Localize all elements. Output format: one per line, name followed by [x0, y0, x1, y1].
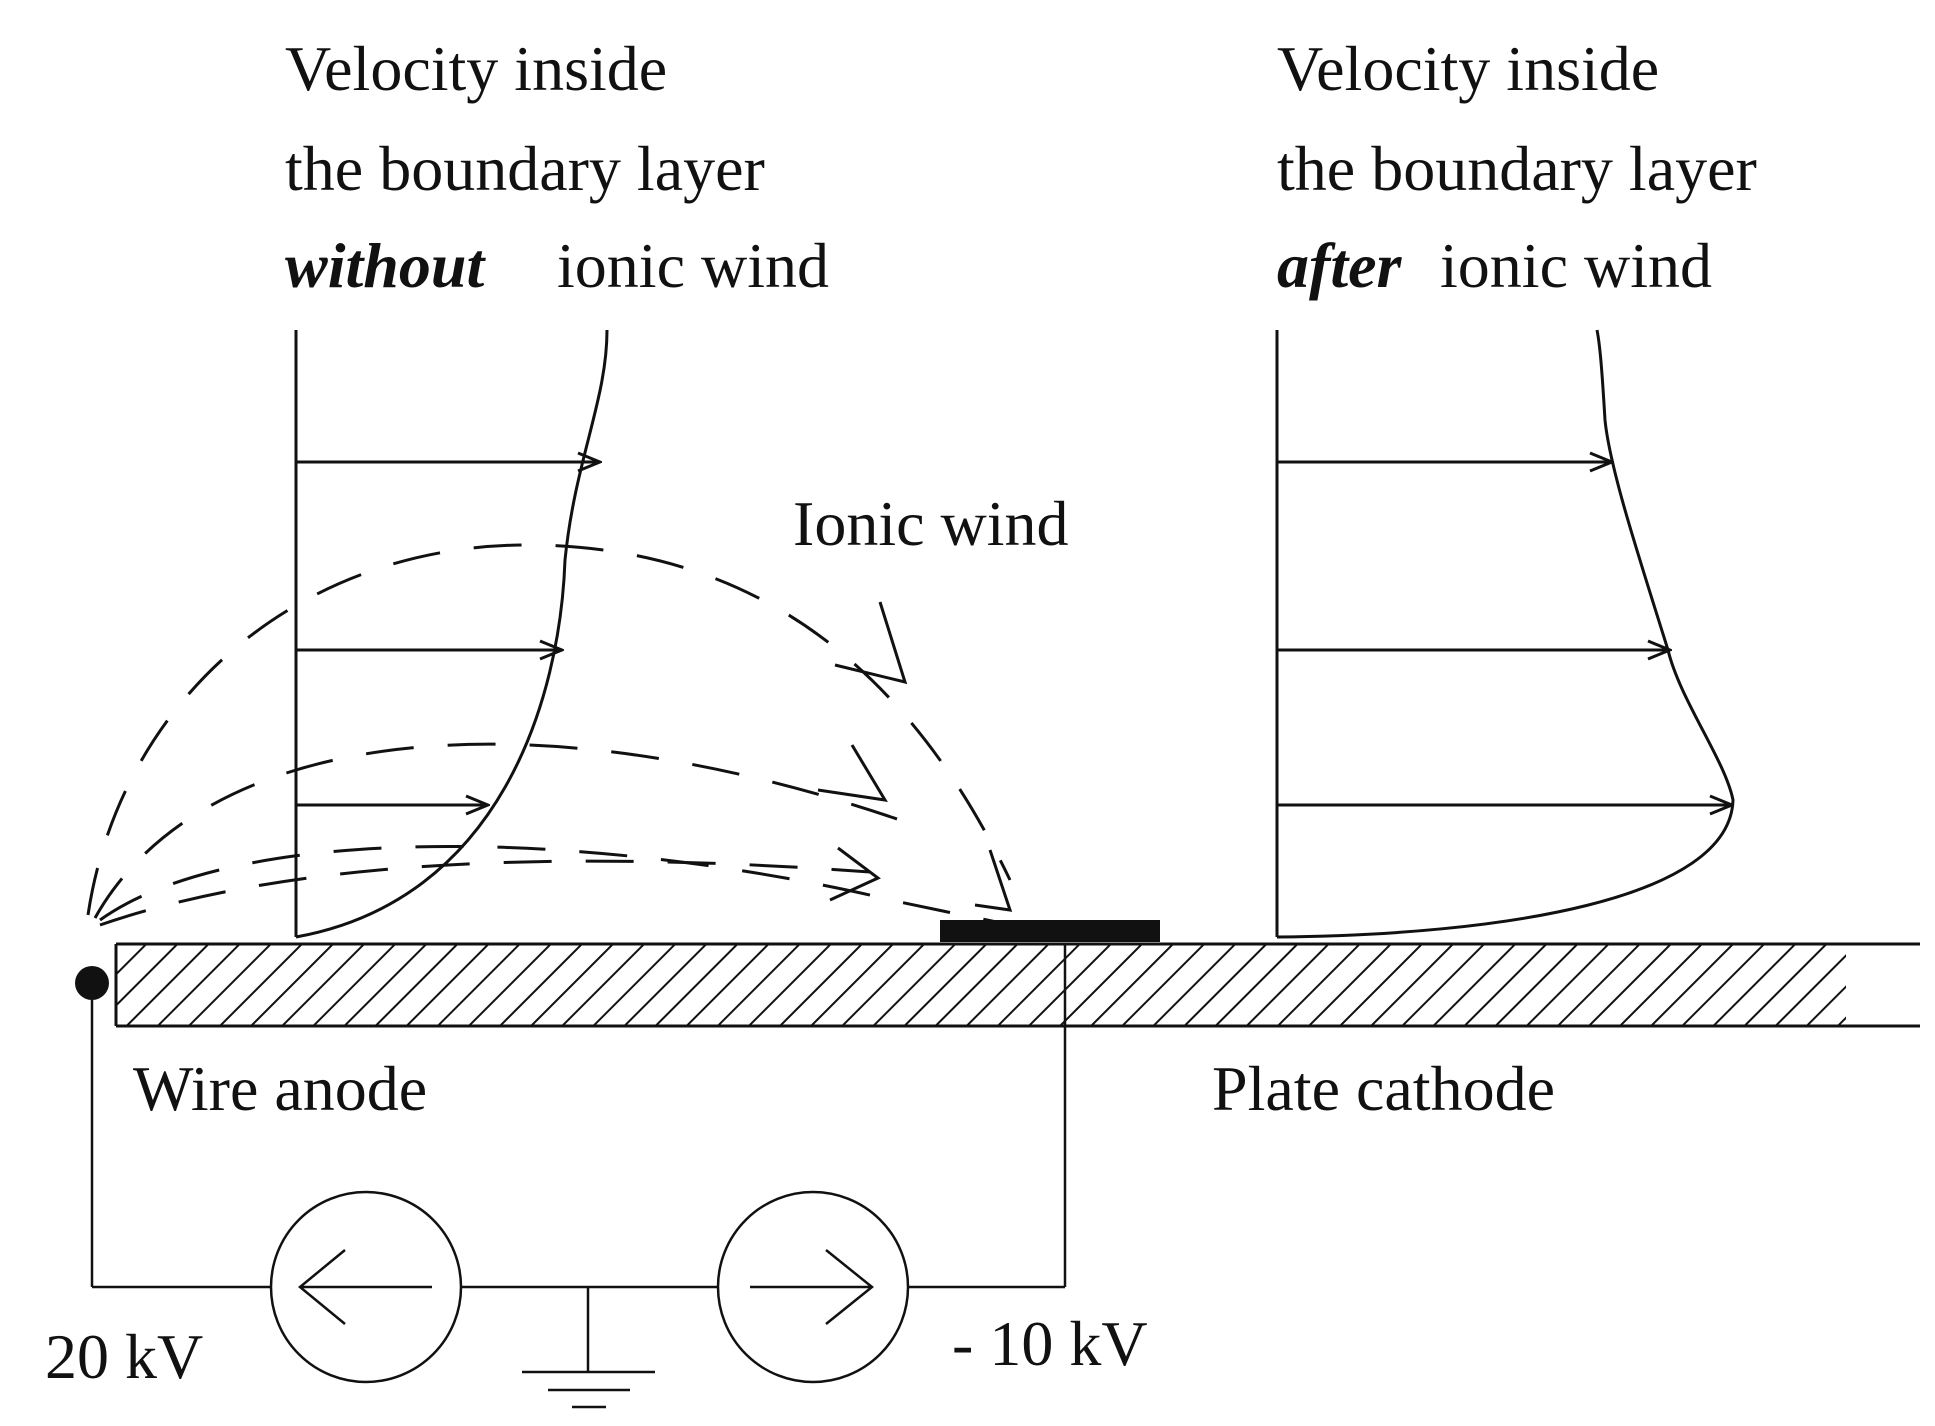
streamline-outer	[86, 543, 1012, 916]
left-source-arrow-icon	[298, 1249, 432, 1325]
plate-cathode-label: Plate cathode	[1212, 1053, 1555, 1124]
left-heading-line2: the boundary layer	[285, 133, 765, 204]
left-heading-line1: Velocity inside	[285, 33, 667, 104]
circuit	[90, 944, 1067, 1409]
streamline-lower	[99, 844, 1011, 927]
plate	[114, 942, 1920, 1028]
right-heading-emphasis: after	[1277, 230, 1403, 301]
streamline-arrowhead	[817, 744, 888, 802]
right-heading: Velocity inside the boundary layer after…	[1277, 33, 1757, 301]
streamline-middle	[93, 742, 901, 919]
right-heading-line3: ionic wind	[1440, 230, 1712, 301]
voltage-right-label: - 10 kV	[952, 1308, 1148, 1379]
left-heading: Velocity inside the boundary layer witho…	[285, 33, 829, 301]
wire-anode-label: Wire anode	[133, 1053, 427, 1124]
wire-anode-dot	[75, 966, 109, 1000]
right-heading-line2: the boundary layer	[1277, 133, 1757, 204]
streamline-arrowhead	[974, 849, 1013, 912]
voltage-left-label: 20 kV	[45, 1321, 203, 1392]
streamline-arrowhead	[834, 601, 908, 685]
right-velocity-profile	[1275, 329, 1735, 939]
cathode-strip	[940, 920, 1160, 942]
ionic-wind-label: Ionic wind	[793, 488, 1069, 559]
right-source-arrow-icon	[750, 1249, 874, 1325]
right-heading-line1: Velocity inside	[1277, 33, 1659, 104]
right-profile-curve	[1276, 329, 1735, 939]
left-profile-curve	[295, 329, 609, 939]
ionic-wind-streamlines	[86, 543, 1013, 927]
plate-hatching	[116, 944, 1846, 1026]
left-heading-line3: ionic wind	[557, 230, 829, 301]
streamline-arrowhead	[829, 846, 881, 902]
left-velocity-profile	[294, 329, 609, 939]
left-heading-emphasis: without	[285, 230, 486, 301]
